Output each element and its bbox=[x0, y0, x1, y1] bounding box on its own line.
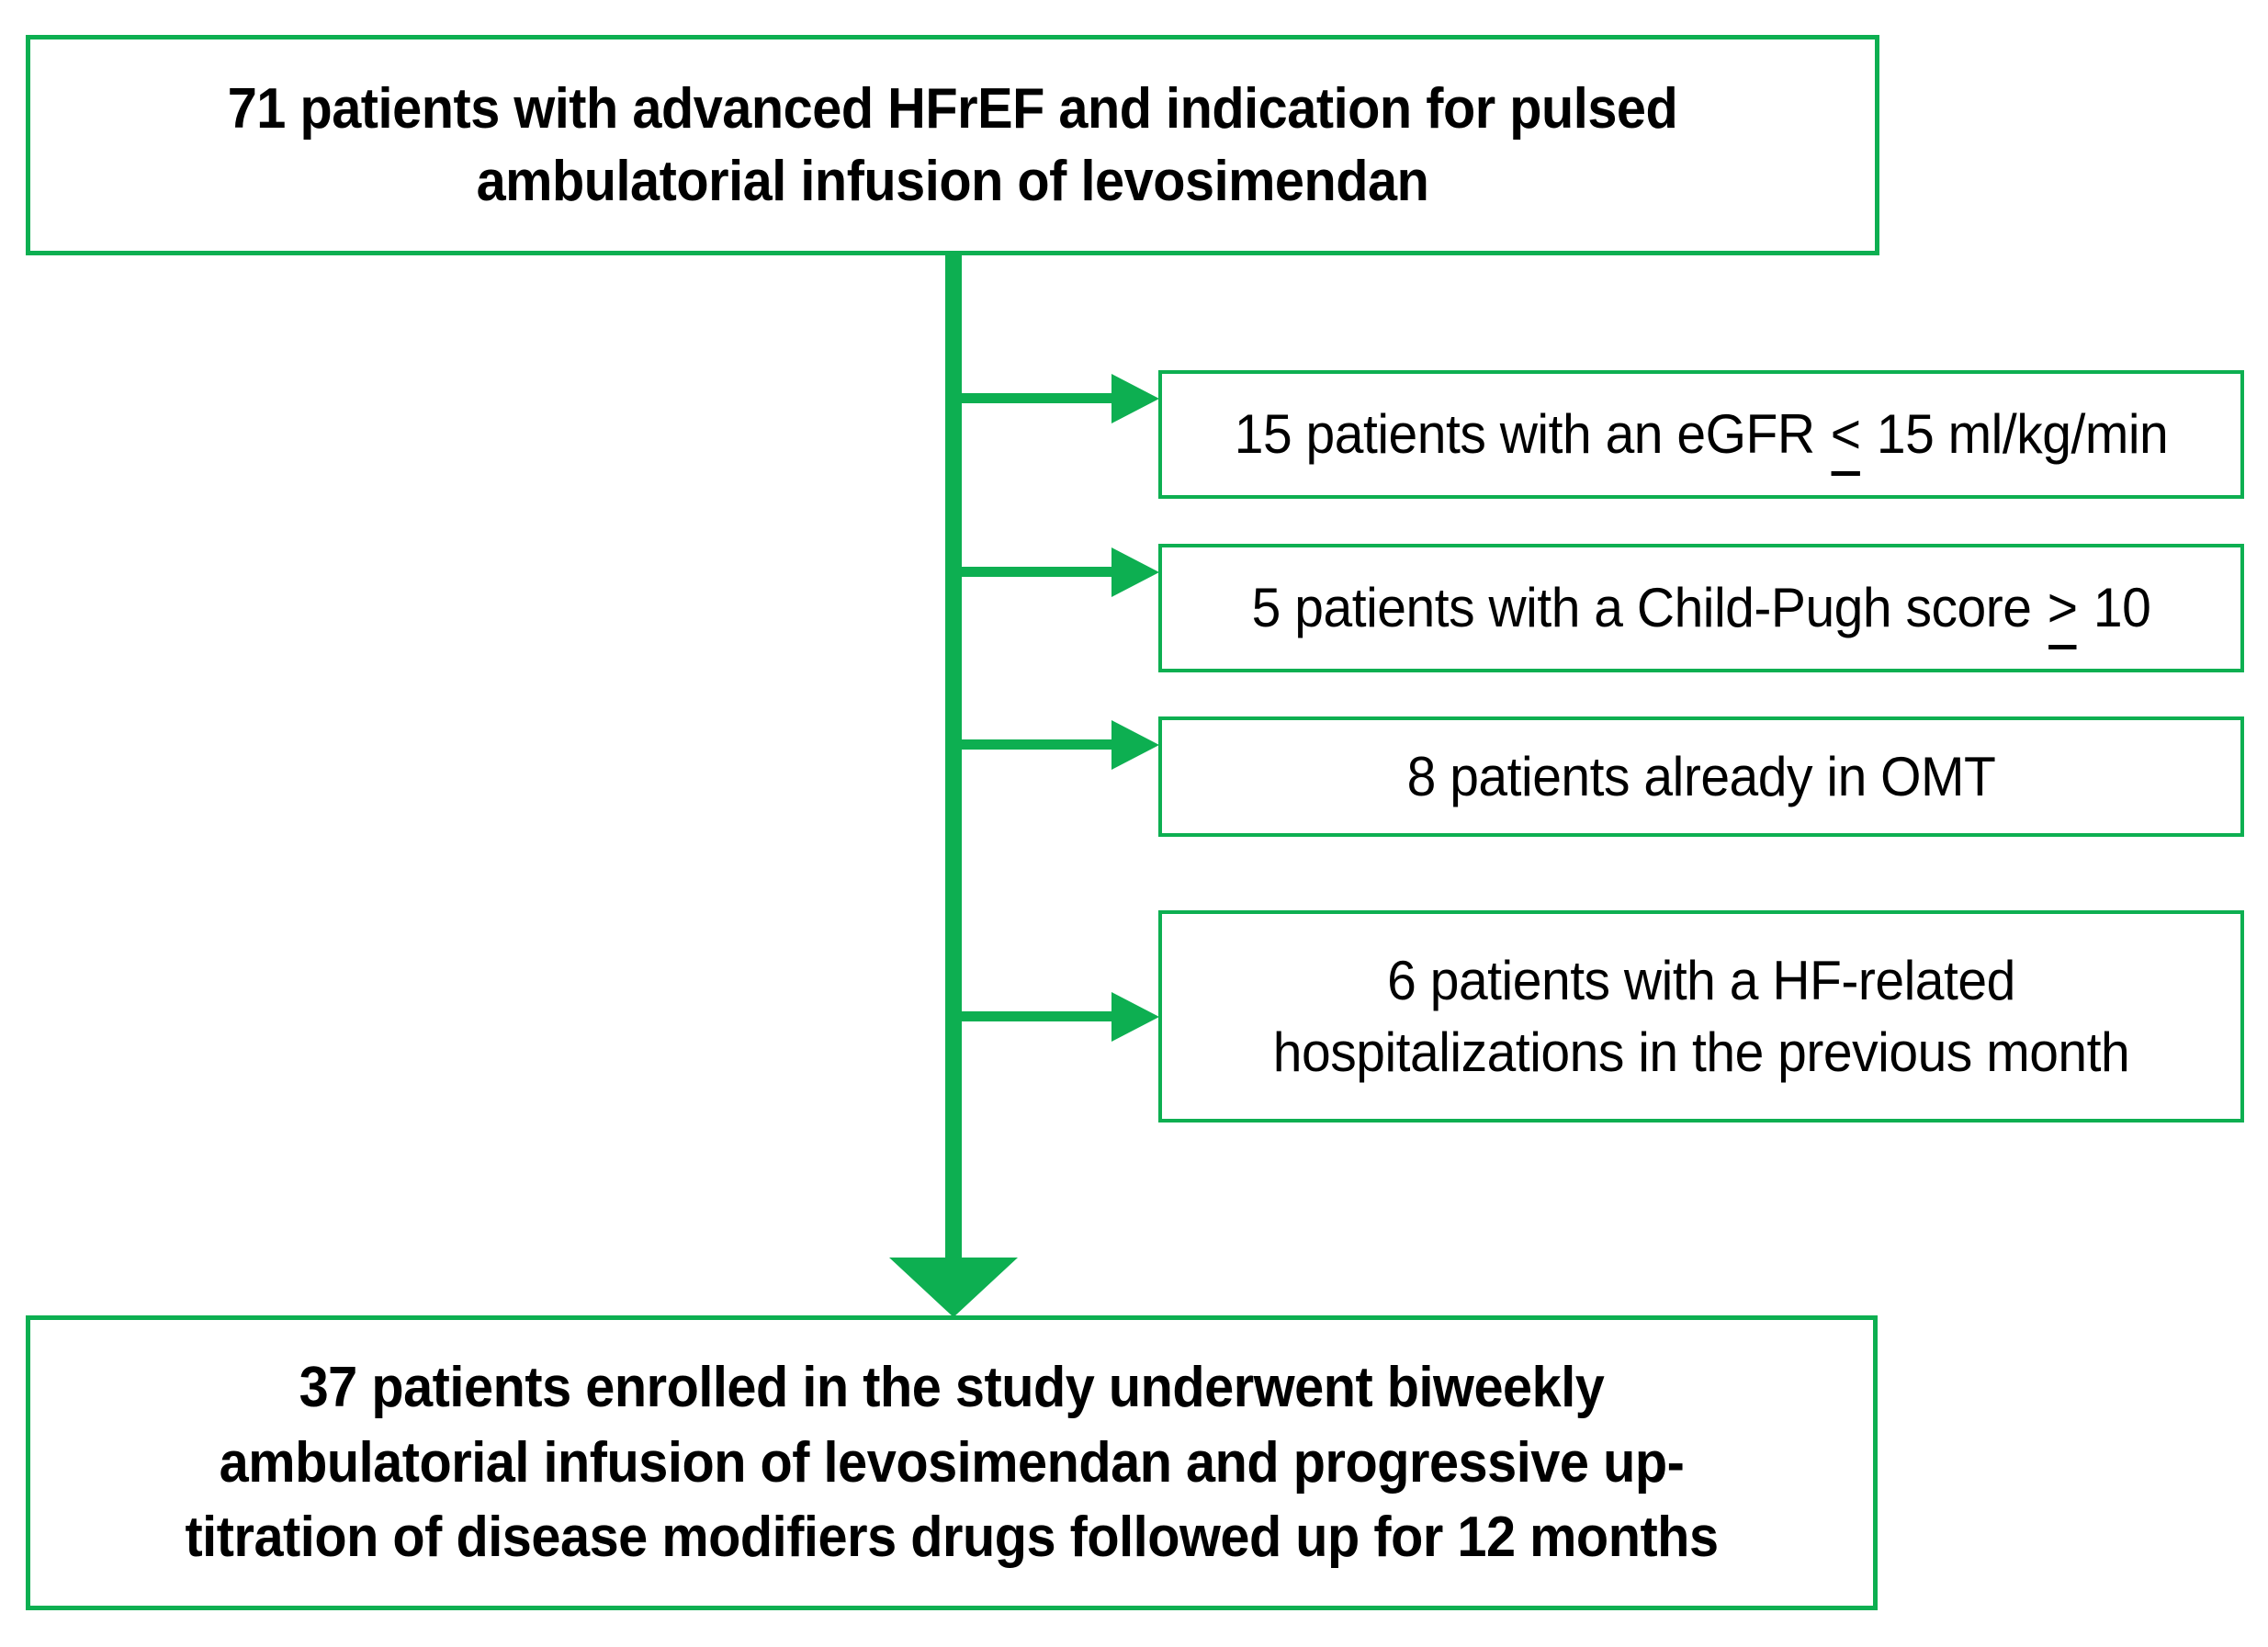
exclusion-box-omt: 8 patients already in OMT bbox=[1158, 716, 2244, 837]
bottom-enrolled-line-3: titration of disease modifiers drugs fol… bbox=[185, 1506, 1719, 1570]
branch-line-4 bbox=[953, 1011, 1111, 1021]
branch-line-1 bbox=[953, 393, 1111, 403]
greater-than-or-equal-glyph: > bbox=[2046, 572, 2080, 649]
main-flow-trunk bbox=[945, 255, 962, 1261]
bottom-enrolled-line-1: 37 patients enrolled in the study underw… bbox=[299, 1355, 1605, 1419]
exclusion-egfr-prefix: 15 patients with an eGFR bbox=[1234, 403, 1829, 465]
exclusion-text-child-pugh: 5 patients with a Child-Pugh score > 10 bbox=[1189, 572, 2213, 649]
right-arrow-icon-1 bbox=[1111, 374, 1159, 423]
top-cohort-line-2: ambulatorial infusion of levosimendan bbox=[476, 150, 1429, 213]
top-cohort-box: 71 patients with advanced HFrEF and indi… bbox=[26, 35, 1879, 255]
down-arrow-icon bbox=[889, 1258, 1018, 1317]
right-arrow-icon-3 bbox=[1111, 720, 1159, 770]
exclusion-text-egfr: 15 patients with an eGFR < 15 ml/kg/min bbox=[1189, 399, 2213, 476]
branch-line-2 bbox=[953, 567, 1111, 577]
branch-line-3 bbox=[953, 739, 1111, 750]
exclusion-text-hf-hospitalization: 6 patients with a HF-related hospitalizat… bbox=[1189, 945, 2213, 1089]
bottom-enrolled-line-2: ambulatorial infusion of levosimendan an… bbox=[219, 1430, 1685, 1495]
exclusion-box-hf-hospitalization: 6 patients with a HF-related hospitalizat… bbox=[1158, 910, 2244, 1122]
exclusion-egfr-suffix: 15 ml/kg/min bbox=[1862, 403, 2169, 465]
exclusion-child-pugh-suffix: 10 bbox=[2079, 577, 2151, 638]
top-cohort-line-1: 71 patients with advanced HFrEF and indi… bbox=[227, 76, 1678, 141]
exclusion-hf-line-1: 6 patients with a HF-related bbox=[1387, 949, 2015, 1011]
bottom-enrolled-box: 37 patients enrolled in the study underw… bbox=[26, 1315, 1878, 1610]
right-arrow-icon-2 bbox=[1111, 547, 1159, 597]
less-than-or-equal-glyph: < bbox=[1829, 399, 1863, 476]
exclusion-box-child-pugh: 5 patients with a Child-Pugh score > 10 bbox=[1158, 544, 2244, 672]
exclusion-box-egfr: 15 patients with an eGFR < 15 ml/kg/min bbox=[1158, 370, 2244, 499]
bottom-enrolled-text: 37 patients enrolled in the study underw… bbox=[95, 1350, 1809, 1575]
top-cohort-text: 71 patients with advanced HFrEF and indi… bbox=[95, 73, 1810, 219]
exclusion-child-pugh-prefix: 5 patients with a Child-Pugh score bbox=[1251, 577, 2046, 638]
exclusion-hf-line-2: hospitalizations in the previous month bbox=[1272, 1021, 2130, 1083]
right-arrow-icon-4 bbox=[1111, 992, 1159, 1042]
exclusion-text-omt: 8 patients already in OMT bbox=[1406, 745, 1996, 807]
